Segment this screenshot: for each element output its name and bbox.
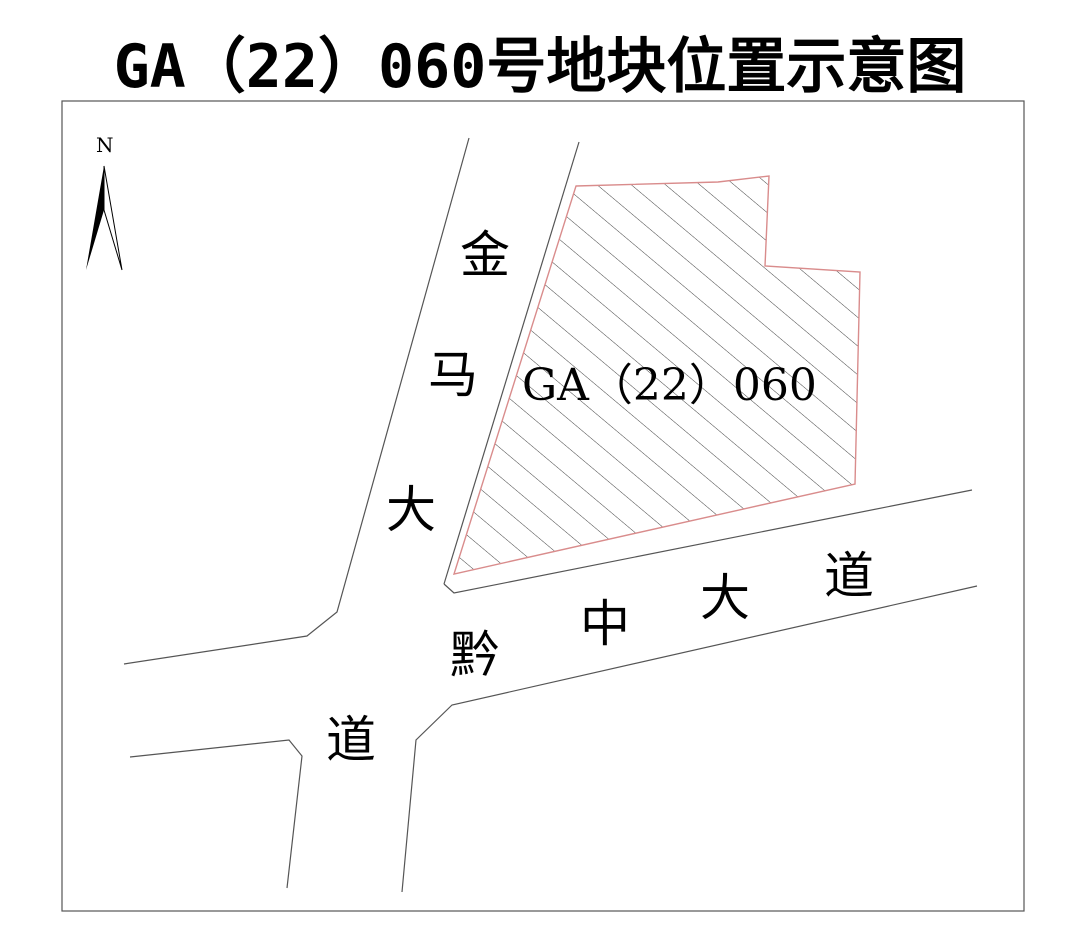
road-label-jinma-3: 大 xyxy=(386,481,436,539)
parcel-ga22060 xyxy=(452,175,861,575)
road-edge-qianzhong-north xyxy=(443,489,973,594)
road-label-jinma-2: 马 xyxy=(428,346,478,404)
road-label-jinma-4: 道 xyxy=(326,711,376,769)
road-label-jinma-1: 金 xyxy=(460,226,510,284)
road-edge-southwest xyxy=(129,739,303,889)
road-edge-qianzhong-south xyxy=(401,585,978,893)
road-label-qianzhong-4: 道 xyxy=(824,547,874,605)
road-edge-jinma-east xyxy=(443,141,580,585)
road-label-qianzhong-3: 大 xyxy=(700,569,750,627)
map-frame xyxy=(61,100,1025,912)
north-label: N xyxy=(96,133,114,157)
road-label-qianzhong-1: 黔 xyxy=(450,626,500,684)
map-title: GA（22）060号地块位置示意图 xyxy=(113,32,967,102)
road-label-qianzhong-2: 中 xyxy=(580,595,630,653)
north-arrow-icon: N xyxy=(86,133,123,271)
road-edge-jinma-west xyxy=(123,137,470,665)
parcel-label: GA（22）060 xyxy=(522,360,817,411)
